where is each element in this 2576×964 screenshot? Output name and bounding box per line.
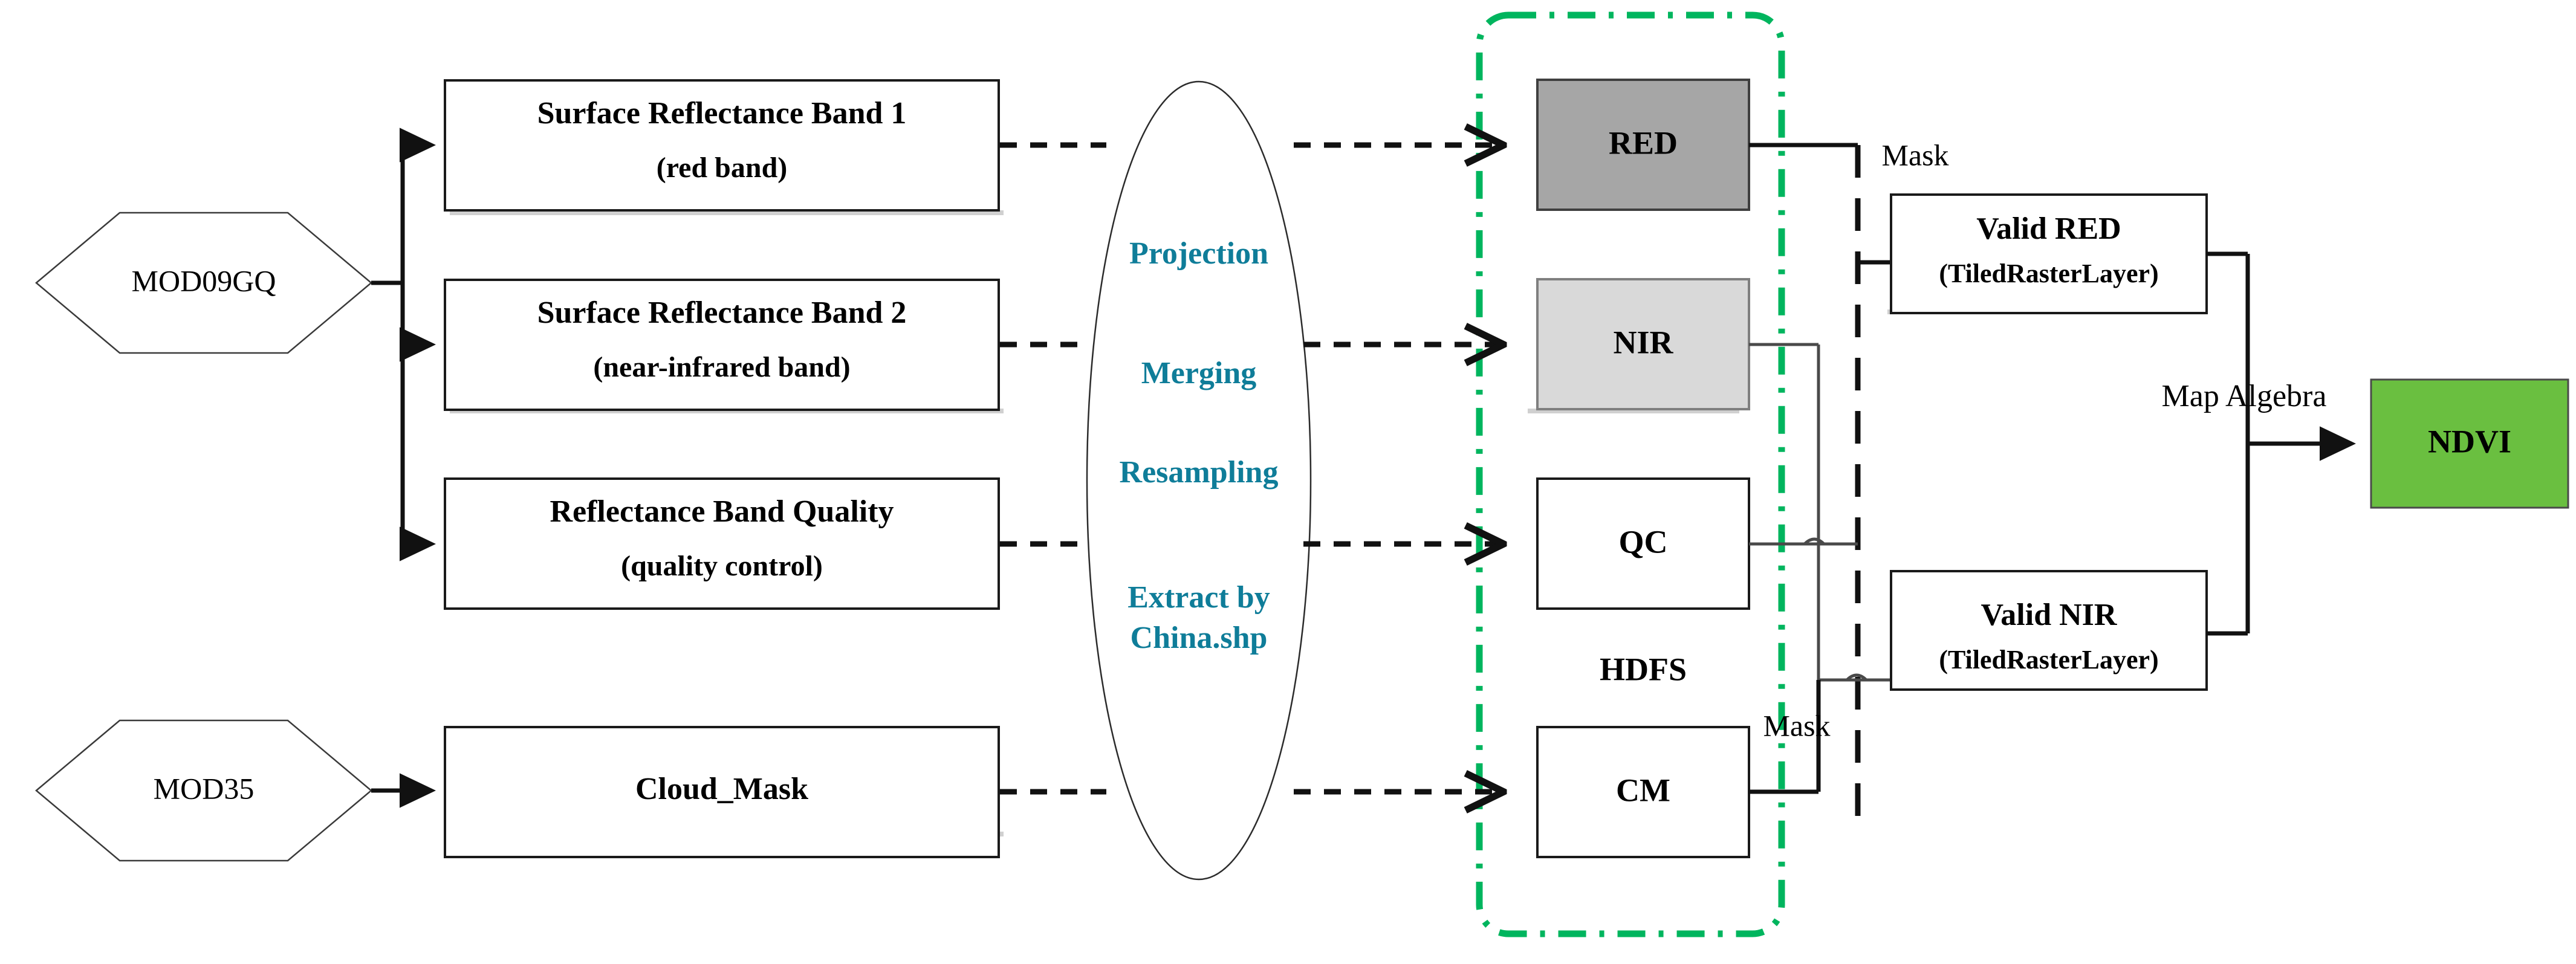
label-mask-bottom: Mask xyxy=(1763,708,1830,742)
hdfs-red-label: RED xyxy=(1609,125,1678,161)
label-map-algebra: Map Algebra xyxy=(2162,379,2327,413)
hdfs-box-qc[interactable] xyxy=(1536,477,1750,610)
input-box-band1[interactable] xyxy=(444,79,1000,212)
label-mask-top: Mask xyxy=(1881,138,1948,172)
hdfs-region-boundary xyxy=(1476,11,1785,937)
input-band2-line2: (near-infrared band) xyxy=(593,351,850,383)
hdfs-box-cm[interactable] xyxy=(1536,726,1750,858)
input-bandqc-line2: (quality control) xyxy=(621,550,823,582)
ellipse-step-merging: Merging xyxy=(1141,356,1257,390)
output-box-valid-red[interactable] xyxy=(1890,193,2208,314)
source-mod09gq-label: MOD09GQ xyxy=(132,264,276,297)
input-band1-line2: (red band) xyxy=(657,152,788,184)
result-box-ndvi[interactable] xyxy=(2370,378,2569,509)
ellipse-step-extract-line2: China.shp xyxy=(1131,621,1268,655)
output-valid-nir-line2: (TiledRasterLayer) xyxy=(1939,645,2158,674)
hdfs-box-red[interactable] xyxy=(1536,79,1750,211)
hdfs-qc-label: QC xyxy=(1619,523,1668,560)
hdfs-group-label: HDFS xyxy=(1600,651,1687,687)
input-box-band2[interactable] xyxy=(444,279,1000,411)
ellipse-step-resampling: Resampling xyxy=(1120,455,1279,490)
conn-hop-nir xyxy=(1846,673,1867,681)
source-mod35-label: MOD35 xyxy=(154,771,255,805)
shadow-band1 xyxy=(450,210,1004,215)
conn-hop-qc xyxy=(1803,537,1825,545)
input-bandqc-line1: Reflectance Band Quality xyxy=(550,494,894,529)
ellipse-step-extract-line1: Extract by xyxy=(1127,580,1270,615)
output-valid-red-line1: Valid RED xyxy=(1976,212,2121,246)
ellipse-step-projection: Projection xyxy=(1129,236,1268,271)
output-valid-nir-line1: Valid NIR xyxy=(1981,598,2118,632)
hdfs-box-nir[interactable] xyxy=(1536,278,1750,410)
input-box-cloudmask[interactable] xyxy=(444,726,1000,858)
input-band1-line1: Surface Reflectance Band 1 xyxy=(537,96,907,131)
input-box-bandqc[interactable] xyxy=(444,477,1000,610)
output-box-valid-nir[interactable] xyxy=(1890,570,2208,691)
output-valid-red-line2: (TiledRasterLayer) xyxy=(1939,259,2158,288)
shadow-nir xyxy=(1528,409,1739,413)
hdfs-nir-label: NIR xyxy=(1613,324,1673,360)
result-ndvi-label: NDVI xyxy=(2428,423,2511,459)
hdfs-cm-label: CM xyxy=(1616,772,1670,808)
input-band2-line1: Surface Reflectance Band 2 xyxy=(537,296,907,330)
input-cloudmask-line1: Cloud_Mask xyxy=(635,772,808,806)
process-ellipse[interactable] xyxy=(1086,80,1312,881)
